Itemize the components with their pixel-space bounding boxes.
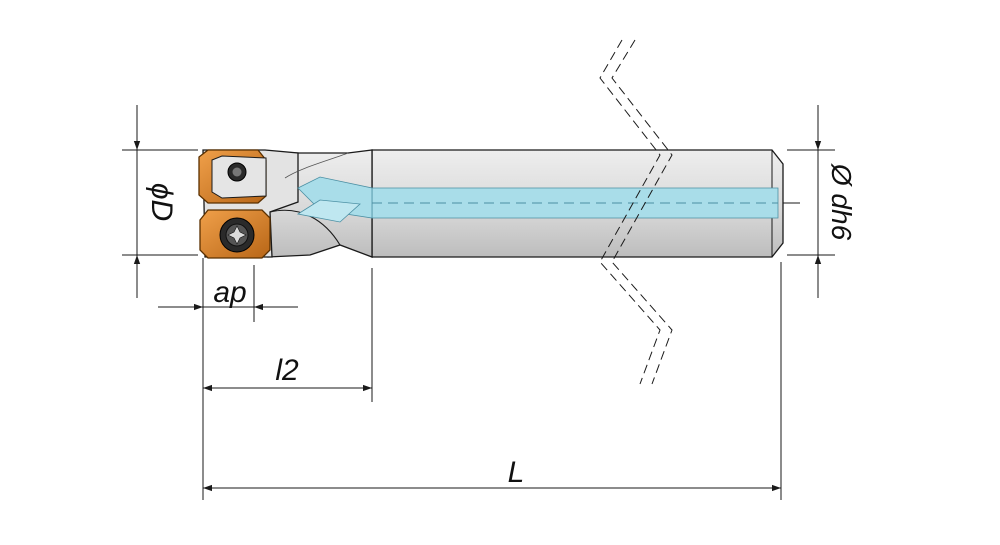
cutting-insert-bottom xyxy=(199,209,271,259)
l2-label: l2 xyxy=(275,354,299,387)
screw-icon xyxy=(227,162,247,182)
length-l-label: L xyxy=(508,456,525,489)
dimension-lines xyxy=(122,105,835,500)
torx-screw-icon xyxy=(219,217,255,253)
shank-diameter-label: Ø dh6 xyxy=(826,163,857,241)
break-lines xyxy=(599,39,673,385)
coolant-channel xyxy=(296,176,779,223)
ap-label: ap xyxy=(213,276,246,309)
cutting-insert-top xyxy=(198,149,267,204)
diameter-d-label: ϕD xyxy=(145,183,178,221)
